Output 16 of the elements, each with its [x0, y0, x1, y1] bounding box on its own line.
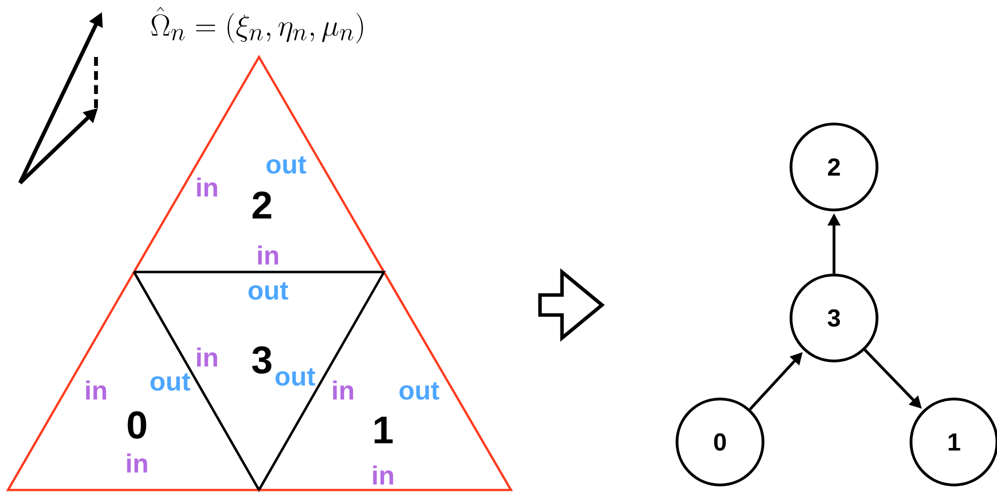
face-label: in: [127, 453, 148, 473]
face-label: in: [197, 177, 218, 197]
face-label: in: [333, 380, 354, 400]
face-label: out: [266, 156, 306, 174]
graph-node: 3: [790, 274, 878, 362]
face-label: out: [400, 382, 440, 400]
face-label: out: [276, 368, 316, 386]
face-label: out: [150, 373, 190, 391]
face-label: in: [258, 245, 278, 265]
face-label: out: [248, 282, 288, 300]
graph-node: 2: [790, 122, 878, 212]
face-label: in: [86, 380, 106, 400]
graph-node: 1: [910, 398, 997, 486]
graph-node: 0: [676, 398, 764, 486]
face-label: in: [373, 465, 394, 485]
face-label: in: [197, 347, 218, 367]
